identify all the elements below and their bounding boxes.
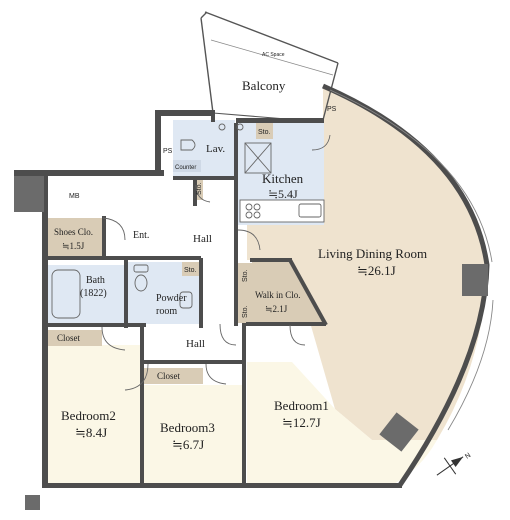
sto-hall-label: Sto. bbox=[242, 269, 249, 282]
pillar-bottom bbox=[379, 412, 419, 452]
sto-wic1-label: Sto. bbox=[242, 305, 249, 318]
sto-lav-label: Sto. bbox=[196, 182, 203, 195]
walk-in-closet-label: Walk in Clo. bbox=[255, 290, 301, 300]
closet-mid-floor bbox=[143, 368, 203, 384]
lav-label: Lav. bbox=[206, 143, 225, 155]
powder-room-label: room bbox=[156, 306, 177, 317]
bedroom1-floor bbox=[247, 362, 437, 485]
sto-kitchen-floor bbox=[256, 123, 273, 139]
bedroom2-label: Bedroom2 bbox=[61, 408, 116, 423]
ps-top-label: PS bbox=[327, 106, 337, 113]
mb-label: MB bbox=[69, 193, 80, 200]
bath-label: Bath bbox=[86, 275, 105, 286]
bedroom3-label: Bedroom3 bbox=[160, 420, 215, 435]
closet-mid-label: Closet bbox=[157, 371, 181, 381]
room-labels: Balcony AC Space PS PS Lav. Counter Sto.… bbox=[54, 52, 427, 452]
counter-floor bbox=[173, 160, 201, 172]
bedroom3-floor bbox=[142, 385, 245, 485]
compass-north-label: N bbox=[464, 452, 472, 461]
walk-in-closet-floor bbox=[252, 262, 322, 322]
entrance-label: Ent. bbox=[133, 230, 149, 241]
sto-powder-floor bbox=[182, 262, 201, 276]
balcony-outline bbox=[200, 11, 339, 121]
living-area: ≒26.1J bbox=[357, 263, 396, 278]
counter-label: Counter bbox=[175, 165, 196, 171]
pillar-right bbox=[462, 264, 488, 296]
bath-floor bbox=[47, 265, 124, 323]
kitchen-area: ≒5.4J bbox=[268, 187, 298, 201]
closet-left-label: Closet bbox=[57, 333, 81, 343]
shoes-closet-floor bbox=[47, 218, 103, 256]
balcony-label: Balcony bbox=[242, 78, 286, 93]
bath-size: (1822) bbox=[80, 288, 107, 299]
pillar-mb bbox=[25, 495, 40, 510]
hall-bottom-label: Hall bbox=[186, 338, 205, 350]
sto-hall-floor bbox=[236, 263, 252, 323]
compass-icon: N bbox=[436, 452, 472, 476]
walk-in-closet-area: ≒2.1J bbox=[265, 304, 288, 314]
bedroom1-area: ≒12.7J bbox=[282, 415, 321, 430]
closet-left-floor bbox=[47, 330, 102, 346]
ac-space-line bbox=[210, 39, 334, 76]
bedroom2-area: ≒8.4J bbox=[75, 425, 107, 440]
ac-space-label: AC Space bbox=[262, 52, 285, 58]
bedroom1-label: Bedroom1 bbox=[274, 398, 329, 413]
hall-top-label: Hall bbox=[193, 233, 212, 245]
sto-powder-label: Sto. bbox=[184, 267, 197, 274]
kitchen-label: Kitchen bbox=[262, 171, 304, 186]
shoes-closet-area: ≒1.5J bbox=[62, 241, 85, 251]
ps-left-label: PS bbox=[163, 148, 173, 155]
living-label: Living Dining Room bbox=[318, 246, 427, 261]
bedroom3-area: ≒6.7J bbox=[172, 437, 204, 452]
sto-kitchen-label: Sto. bbox=[258, 129, 271, 136]
powder-label: Powder bbox=[156, 293, 187, 304]
pillar-left bbox=[14, 176, 44, 212]
bedroom2-floor bbox=[47, 345, 142, 485]
sto-lav-floor bbox=[193, 178, 203, 200]
shoes-closet-label: Shoes Clo. bbox=[54, 227, 93, 237]
fixtures bbox=[51, 89, 494, 431]
